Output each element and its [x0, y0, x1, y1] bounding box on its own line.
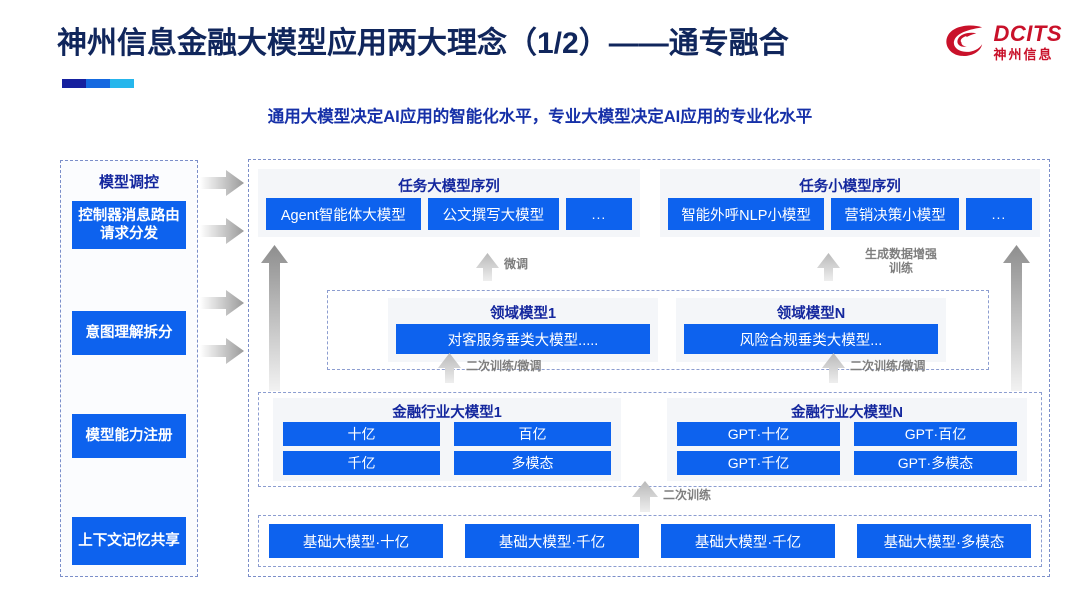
label-retrain-left: 二次训练/微调 [466, 359, 542, 373]
architecture-container: 任务大模型序列 Agent智能体大模型 公文撰写大模型 ... 任务小模型序列 … [248, 159, 1050, 577]
chip-base-hundred-billion-1[interactable]: 基础大模型·千亿 [465, 524, 639, 558]
industry-model-container: 金融行业大模型1 十亿 百亿 千亿 多模态 金融行业大模型N GPT·十亿 GP… [258, 392, 1042, 487]
industry-model-1-chips: 十亿 百亿 千亿 多模态 [283, 422, 611, 475]
logo-text: DCITS 神州信息 [993, 21, 1063, 62]
dcits-logo: DCITS 神州信息 [944, 18, 1063, 66]
control-button-router[interactable]: 控制器消息路由请求分发 [72, 201, 186, 249]
accent-segment-1 [62, 79, 86, 88]
chip-ind1-billion[interactable]: 十亿 [283, 422, 440, 446]
chip-indn-gpt-ten-billion[interactable]: GPT·百亿 [854, 422, 1017, 446]
control-button-intent[interactable]: 意图理解拆分 [72, 311, 186, 355]
base-model-container: 基础大模型·十亿 基础大模型·千亿 基础大模型·千亿 基础大模型·多模态 [258, 515, 1042, 567]
domain-model-n: 领域模型N 风险合规垂类大模型... [676, 298, 946, 362]
industry-model-1-title: 金融行业大模型1 [392, 405, 502, 421]
chip-more-large[interactable]: ... [566, 198, 632, 230]
chip-marketing-decision-model[interactable]: 营销决策小模型 [831, 198, 959, 230]
label-retrain-bottom: 二次训练 [663, 488, 712, 502]
chip-more-small[interactable]: ... [966, 198, 1032, 230]
chip-base-multimodal[interactable]: 基础大模型·多模态 [857, 524, 1031, 558]
industry-model-n-chips: GPT·十亿 GPT·百亿 GPT·千亿 GPT·多模态 [677, 422, 1017, 475]
task-small-model-title: 任务小模型序列 [799, 179, 901, 195]
model-control-title: 模型调控 [98, 174, 159, 191]
task-large-model-title: 任务大模型序列 [398, 179, 500, 195]
label-gen-data-aug-line1: 生成数据增强 [864, 247, 937, 261]
chip-customer-service-model[interactable]: 对客服务垂类大模型..... [396, 324, 650, 354]
page-subtitle: 通用大模型决定AI应用的智能化水平，专业大模型决定AI应用的专业化水平 [267, 108, 813, 126]
model-control-panel: 模型调控 控制器消息路由请求分发 意图理解拆分 模型能力注册 上下文记忆共享 [60, 160, 198, 577]
label-gen-data-aug-line2: 训练 [888, 260, 913, 275]
logo-text-cn: 神州信息 [993, 47, 1054, 62]
accent-segment-3 [110, 79, 134, 88]
chip-indn-gpt-hundred-billion[interactable]: GPT·千亿 [677, 451, 840, 475]
domain-model-1-title: 领域模型1 [489, 306, 557, 322]
logo-text-en: DCITS [993, 21, 1062, 46]
base-model-chips: 基础大模型·十亿 基础大模型·千亿 基础大模型·千亿 基础大模型·多模态 [269, 524, 1031, 558]
industry-model-n: 金融行业大模型N GPT·十亿 GPT·百亿 GPT·千亿 GPT·多模态 [667, 398, 1027, 481]
domain-model-1: 领域模型1 对客服务垂类大模型..... [388, 298, 658, 362]
flow-arrow-right-4 [200, 338, 244, 364]
task-small-model-chips: 智能外呼NLP小模型 营销决策小模型 ... [668, 198, 1032, 230]
page-title: 神州信息金融大模型应用两大理念（1/2）——通专融合 [57, 27, 789, 60]
chip-ind1-multimodal[interactable]: 多模态 [454, 451, 611, 475]
control-button-context[interactable]: 上下文记忆共享 [72, 517, 186, 565]
domain-model-n-title: 领域模型N [776, 306, 846, 322]
task-large-model-chips: Agent智能体大模型 公文撰写大模型 ... [266, 198, 632, 230]
label-gen-data-aug: 生成数据增强 训练 [846, 247, 956, 276]
chip-base-hundred-billion-2[interactable]: 基础大模型·千亿 [661, 524, 835, 558]
label-retrain-right: 二次训练/微调 [850, 359, 926, 373]
chip-nlp-outbound-model[interactable]: 智能外呼NLP小模型 [668, 198, 825, 230]
control-button-capability[interactable]: 模型能力注册 [72, 414, 186, 458]
flow-arrow-right-1 [200, 170, 244, 196]
industry-model-1: 金融行业大模型1 十亿 百亿 千亿 多模态 [273, 398, 621, 481]
task-small-model-panel: 任务小模型序列 智能外呼NLP小模型 营销决策小模型 ... [660, 169, 1040, 237]
accent-bar [62, 79, 134, 88]
chip-document-model[interactable]: 公文撰写大模型 [427, 198, 559, 230]
label-finetune-left: 微调 [504, 257, 529, 271]
task-large-model-panel: 任务大模型序列 Agent智能体大模型 公文撰写大模型 ... [258, 169, 640, 237]
chip-ind1-hundred-billion[interactable]: 千亿 [283, 451, 440, 475]
industry-model-n-title: 金融行业大模型N [791, 405, 903, 421]
logo-swoosh-icon [945, 25, 982, 57]
accent-segment-2 [86, 79, 110, 88]
chip-indn-gpt-billion[interactable]: GPT·十亿 [677, 422, 840, 446]
chip-agent-model[interactable]: Agent智能体大模型 [266, 198, 421, 230]
flow-arrow-right-2 [200, 218, 244, 244]
chip-indn-gpt-multimodal[interactable]: GPT·多模态 [854, 451, 1017, 475]
flow-arrow-right-3 [200, 290, 244, 316]
chip-base-billion[interactable]: 基础大模型·十亿 [269, 524, 443, 558]
chip-ind1-ten-billion[interactable]: 百亿 [454, 422, 611, 446]
chip-risk-compliance-model[interactable]: 风险合规垂类大模型... [684, 324, 938, 354]
domain-model-container: 领域模型1 对客服务垂类大模型..... 领域模型N 风险合规垂类大模型... [327, 290, 989, 370]
